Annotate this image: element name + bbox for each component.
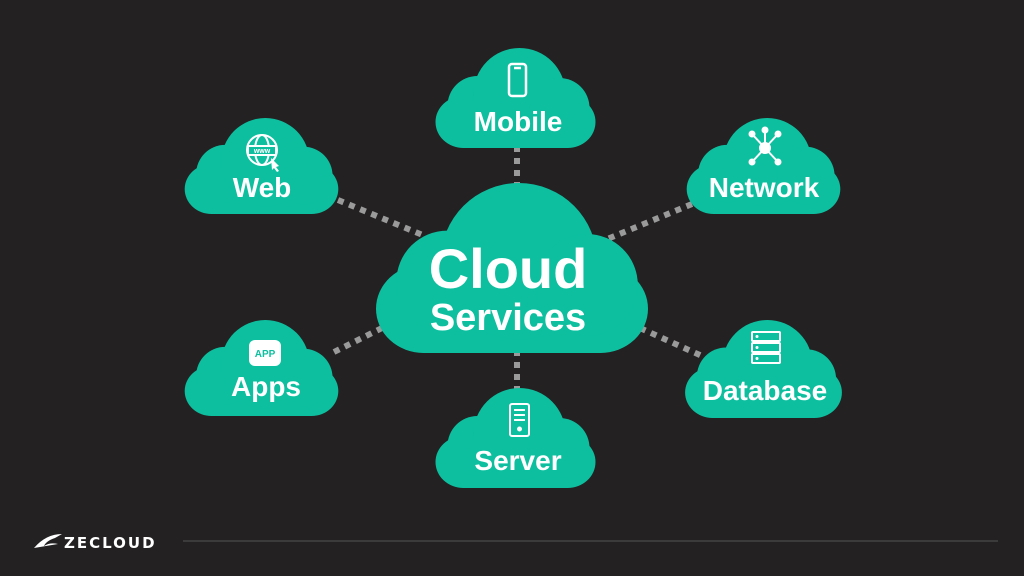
mobile-phone-icon: [507, 62, 528, 98]
server-tower-icon: [509, 403, 530, 437]
mobile-label: Mobile: [474, 106, 563, 137]
center-subtitle: Services: [430, 297, 586, 339]
app-icon: [249, 340, 281, 366]
database-label: Database: [703, 375, 828, 406]
connectors: [332, 146, 704, 392]
app-icon-text: APP: [255, 349, 276, 360]
www-text: www: [253, 148, 271, 155]
globe-www-icon: [246, 134, 279, 172]
center-title: Cloud: [429, 237, 588, 300]
network-nodes-icon: [748, 126, 782, 166]
logo-swoosh-icon: [34, 534, 62, 548]
network-label: Network: [709, 172, 820, 203]
web-label: Web: [233, 172, 292, 203]
apps-label: Apps: [231, 371, 301, 402]
database-rack-icon: [751, 331, 781, 364]
connector-network: [603, 201, 694, 243]
server-label: Server: [474, 445, 561, 476]
connector-apps: [332, 325, 384, 355]
connector-web: [336, 197, 427, 239]
connector-database: [638, 325, 704, 359]
footer-logo-text: ZECLOUD: [64, 534, 157, 552]
